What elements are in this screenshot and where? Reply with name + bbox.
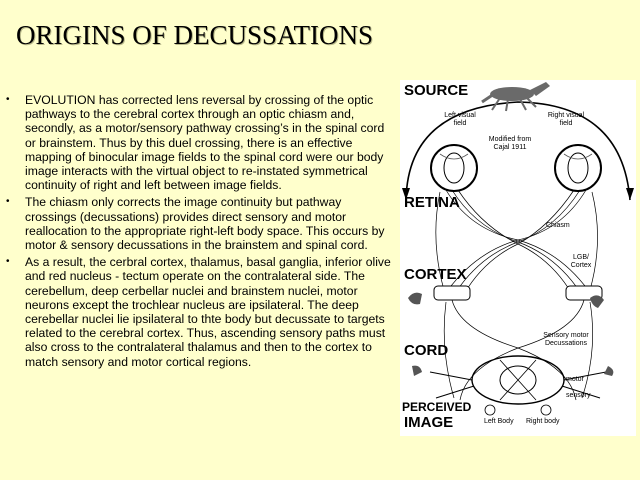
label-source: SOURCE xyxy=(404,82,469,99)
label-right-body: Right body xyxy=(526,418,560,425)
decussation-figure: SOURCE Left visual field Right visual fi… xyxy=(400,80,636,436)
label-retina: RETINA xyxy=(404,194,460,211)
bullet-text: EVOLUTION has corrected lens reversal by… xyxy=(25,93,385,193)
bullet-chiasm: • The chiasm only corrects the image con… xyxy=(6,195,396,252)
label-lgb-cortex: LGB/ Cortex xyxy=(570,254,592,269)
bullet-marker: • xyxy=(6,196,10,208)
spinal-cord-icon xyxy=(429,355,607,405)
slide-title: ORIGINS OF DECUSSATIONS xyxy=(16,20,374,50)
label-left-body: Left Body xyxy=(484,418,514,425)
label-chiasm: Chiasm xyxy=(546,222,570,229)
label-perceived: PERCEIVED xyxy=(402,400,472,414)
bullet-marker: • xyxy=(6,256,10,268)
bullet-marker: • xyxy=(6,94,10,105)
bullet-evolution: • EVOLUTION has corrected lens reversal … xyxy=(6,93,396,192)
label-sensory: sensory xyxy=(566,392,591,399)
bullet-list: • EVOLUTION has corrected lens reversal … xyxy=(6,93,396,372)
label-right-visual-field: Right visual field xyxy=(547,112,585,127)
bullet-text: The chiasm only corrects the image conti… xyxy=(25,195,385,253)
label-credit: Modified from Cajal 1911 xyxy=(488,136,532,151)
label-image: IMAGE xyxy=(404,414,454,431)
label-cord: CORD xyxy=(404,342,449,359)
label-left-visual-field: Left visual field xyxy=(444,112,476,127)
hand-icon xyxy=(408,292,614,376)
eye-icon xyxy=(554,144,602,192)
label-sensory-motor-decussations: Sensory motor Decussations xyxy=(543,332,589,347)
horse-icon xyxy=(481,82,550,112)
bullet-text: As a result, the cerbral cortex, thalamu… xyxy=(25,255,391,369)
label-motor: motor xyxy=(566,376,584,383)
bullet-result: • As a result, the cerbral cortex, thala… xyxy=(6,255,396,369)
eye-icon xyxy=(430,144,478,192)
label-cortex: CORTEX xyxy=(404,266,467,283)
pathway-drawing xyxy=(402,82,634,416)
